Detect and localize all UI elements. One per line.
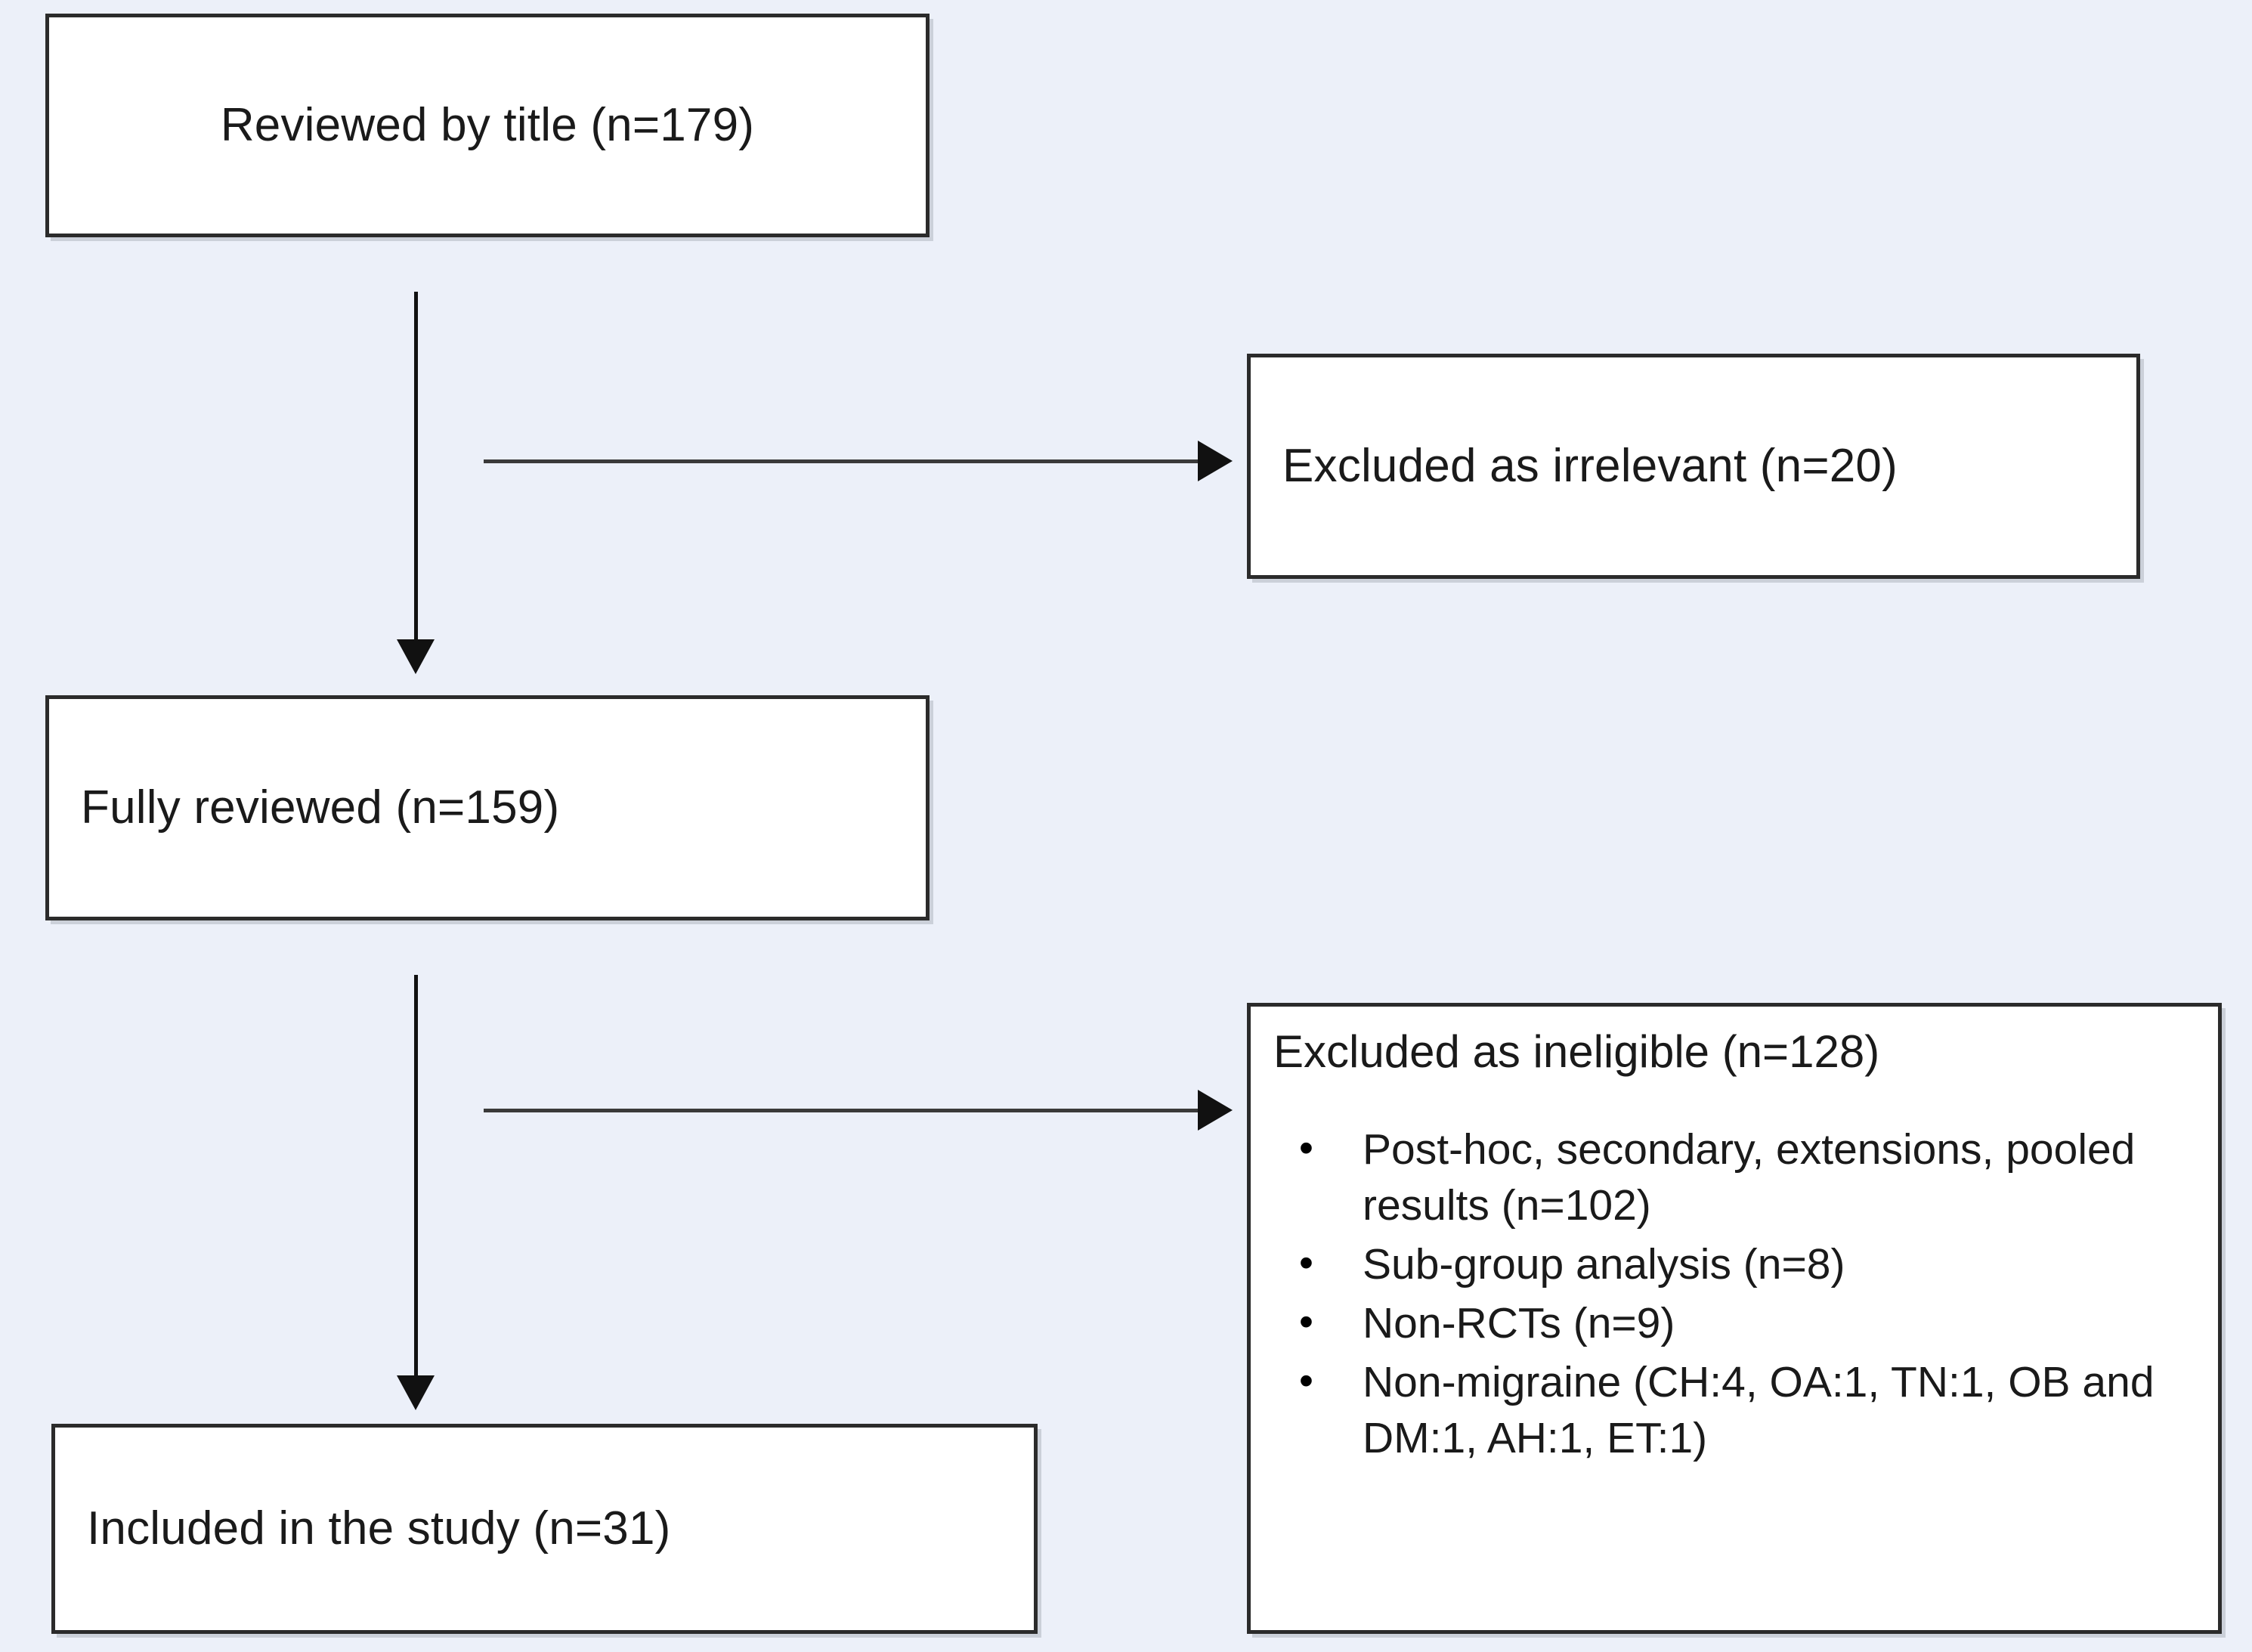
connector-reviewed-to-irrelevant-arrowhead-icon: [1198, 441, 1233, 481]
bullet-icon: •: [1299, 1240, 1313, 1286]
box-included-study-label: Included in the study (n=31): [87, 1502, 671, 1555]
list-item: • Sub-group analysis (n=8): [1273, 1236, 2198, 1292]
connector-reviewed-to-irrelevant-line: [484, 459, 1198, 463]
bullet-icon: •: [1299, 1358, 1313, 1404]
connector-fully-to-included-arrowhead-icon: [397, 1375, 435, 1410]
list-item-label: Sub-group analysis (n=8): [1363, 1240, 1845, 1289]
list-item: • Non-migraine (CH:4, OA:1, TN:1, OB and…: [1273, 1354, 2198, 1466]
box-fully-reviewed: Fully reviewed (n=159): [45, 695, 930, 920]
bullet-icon: •: [1299, 1299, 1313, 1345]
box-excluded-ineligible: Excluded as ineligible (n=128) • Post-ho…: [1247, 1003, 2222, 1634]
list-item-label: Post-hoc, secondary, extensions, pooled …: [1363, 1125, 2136, 1230]
box-excluded-irrelevant-label: Excluded as irrelevant (n=20): [1282, 440, 1898, 493]
bullet-icon: •: [1299, 1125, 1313, 1171]
box-excluded-ineligible-title: Excluded as ineligible (n=128): [1273, 1026, 1880, 1077]
connector-fully-to-ineligible-arrowhead-icon: [1198, 1090, 1233, 1131]
box-reviewed-by-title: Reviewed by title (n=179): [45, 14, 930, 237]
connector-fully-to-included-line: [414, 975, 418, 1375]
connector-reviewed-to-fully-line: [414, 292, 418, 639]
box-excluded-irrelevant: Excluded as irrelevant (n=20): [1247, 354, 2140, 579]
connector-reviewed-to-fully-arrowhead-icon: [397, 639, 435, 674]
list-item-label: Non-RCTs (n=9): [1363, 1299, 1675, 1348]
exclusion-reason-list: • Post-hoc, secondary, extensions, poole…: [1273, 1121, 2198, 1467]
box-reviewed-by-title-label: Reviewed by title (n=179): [220, 99, 755, 152]
box-included-study: Included in the study (n=31): [51, 1424, 1038, 1634]
connector-fully-to-ineligible-line: [484, 1109, 1198, 1112]
list-item: • Non-RCTs (n=9): [1273, 1295, 2198, 1351]
box-fully-reviewed-label: Fully reviewed (n=159): [81, 781, 560, 834]
list-item-label: Non-migraine (CH:4, OA:1, TN:1, OB and D…: [1363, 1358, 2155, 1463]
list-item: • Post-hoc, secondary, extensions, poole…: [1273, 1121, 2198, 1233]
